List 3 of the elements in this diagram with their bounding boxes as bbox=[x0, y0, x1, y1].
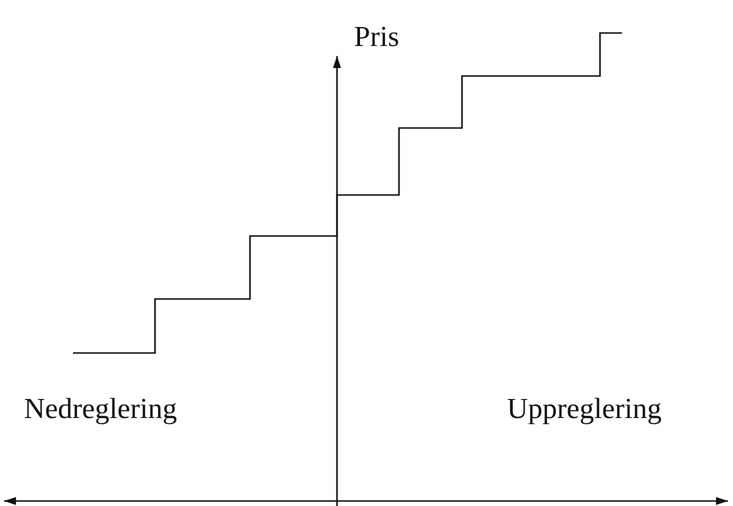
axis-title: Pris bbox=[354, 22, 400, 54]
axis-label: Uppreglering bbox=[507, 394, 662, 426]
axis-label: Nedreglering bbox=[24, 394, 177, 426]
